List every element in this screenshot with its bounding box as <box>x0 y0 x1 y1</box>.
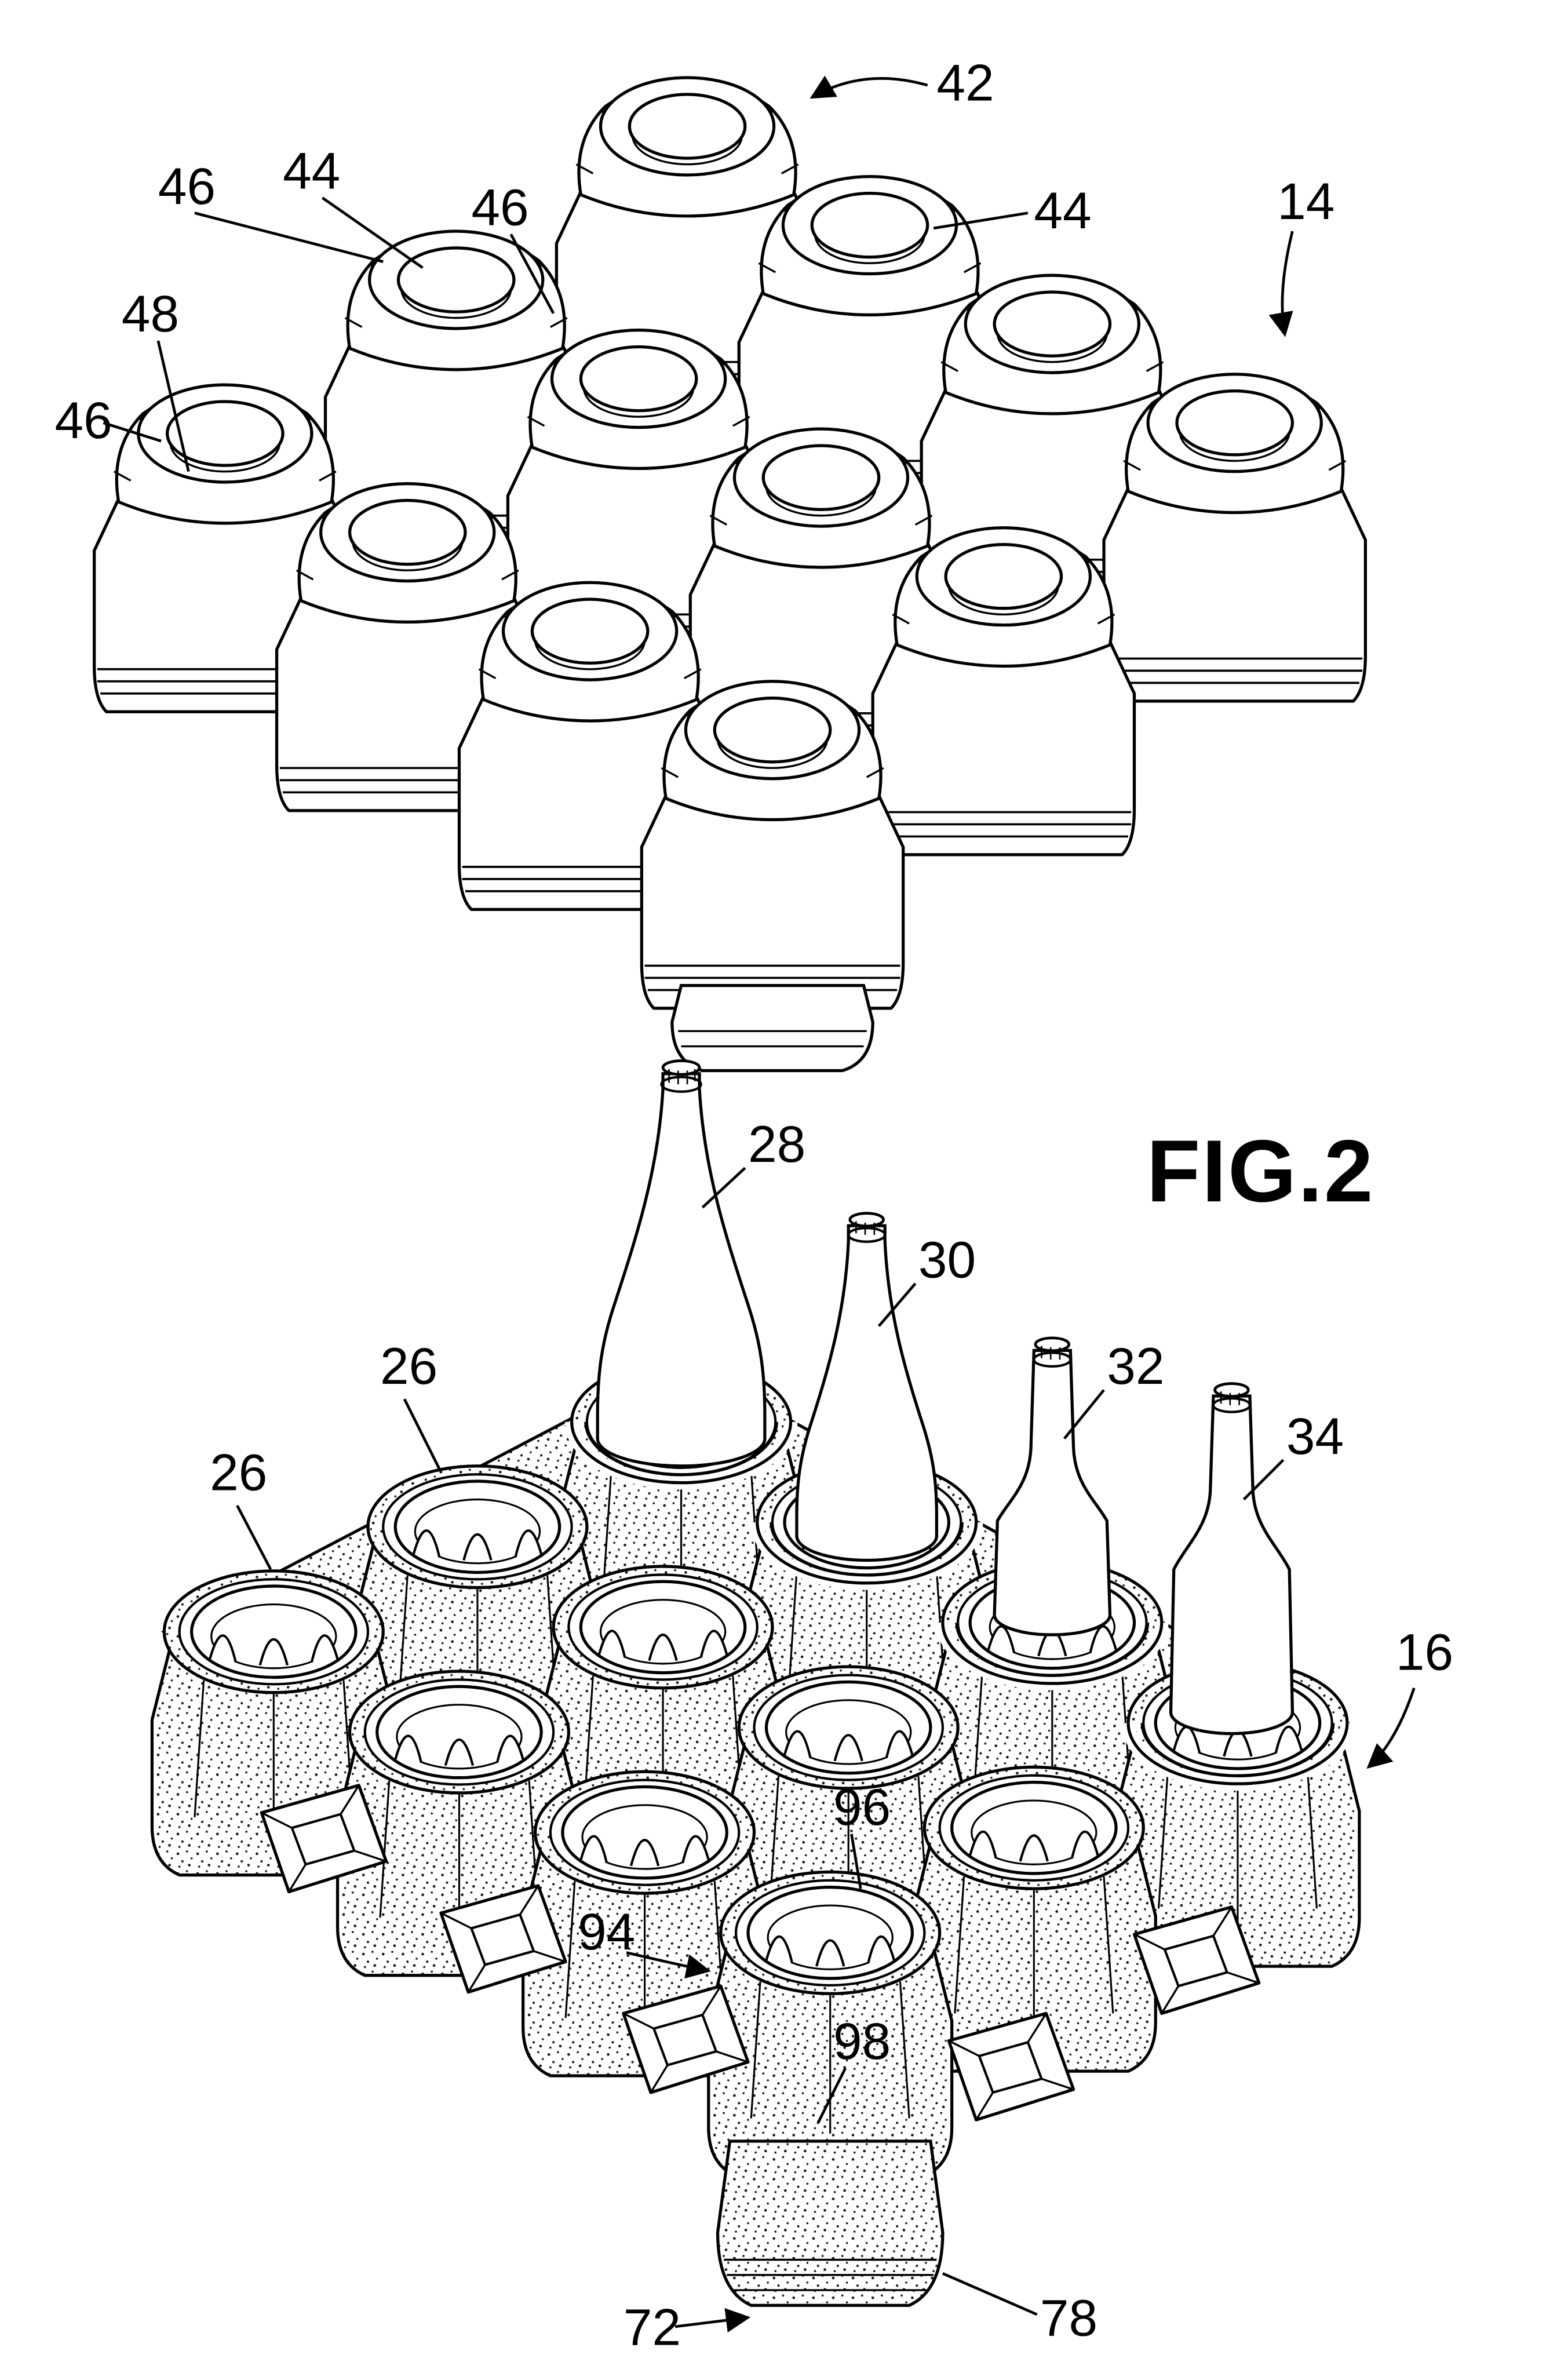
bottle-34 <box>1169 1382 1295 1736</box>
upper-pocket <box>873 528 1134 855</box>
leader-46a <box>194 212 384 263</box>
bottle-body <box>1169 1394 1295 1736</box>
ref-label-94: 94 <box>578 1902 635 1960</box>
leader-46b <box>509 234 555 314</box>
leader-26b <box>236 1504 272 1570</box>
upper-tray-drawing: 42 46 44 46 44 14 48 46 <box>54 53 1365 1073</box>
ref-label-34: 34 <box>1286 1407 1344 1465</box>
ref-label-28: 28 <box>748 1115 805 1173</box>
ref-label-32: 32 <box>1107 1337 1164 1395</box>
ref-label-48: 48 <box>122 285 179 342</box>
leader-46c <box>103 421 162 443</box>
ref-label-96: 96 <box>833 1778 891 1836</box>
ref-label-78: 78 <box>1040 2289 1097 2347</box>
bottle-lip <box>1033 1351 1072 1368</box>
bottle-mouth <box>661 1059 701 1076</box>
ref-label-26a: 26 <box>380 1337 437 1395</box>
ref-label-44b: 44 <box>1034 181 1091 239</box>
lower-front-foot <box>716 2140 945 2307</box>
leader-48 <box>156 340 190 472</box>
leader-72 <box>674 2308 751 2333</box>
ref-label-98: 98 <box>833 2012 891 2070</box>
leader-42 <box>810 75 928 99</box>
lip-hatch <box>855 1221 876 1235</box>
bottle-mouth <box>1034 1336 1071 1353</box>
leader-16 <box>1366 1687 1416 1769</box>
bottle-body <box>795 1224 939 1562</box>
leader-30 <box>877 1282 917 1327</box>
upper-pocket <box>641 681 903 1008</box>
leader-26a <box>403 1398 443 1473</box>
bottle-mouth <box>848 1212 885 1228</box>
leader-96 <box>850 1834 862 1889</box>
bottle-32 <box>993 1336 1112 1637</box>
bottle-lip <box>1212 1397 1252 1413</box>
ref-label-46c: 46 <box>54 391 112 449</box>
lip-hatch <box>668 1069 696 1085</box>
bottle-mouth <box>1213 1382 1250 1398</box>
bottle-pocket <box>709 1872 952 2176</box>
leader-34 <box>1242 1459 1285 1501</box>
ref-label-46b: 46 <box>471 178 528 236</box>
leader-94 <box>626 1951 711 1979</box>
bottle-28 <box>596 1059 767 1468</box>
bottle-lip <box>847 1227 887 1243</box>
leader-14 <box>1268 231 1294 337</box>
lip-hatch <box>1041 1346 1061 1360</box>
bottle-body <box>596 1072 767 1468</box>
bottle-30 <box>795 1212 939 1562</box>
ref-label-44a: 44 <box>283 142 340 200</box>
lip-hatch <box>1220 1391 1240 1405</box>
lower-tray-drawing: 28 30 32 34 26 26 16 96 94 98 78 72 <box>152 1059 1453 2356</box>
bottle-body <box>993 1348 1112 1637</box>
ref-label-42: 42 <box>936 53 994 111</box>
upper-front-foot <box>670 983 874 1073</box>
ref-label-72: 72 <box>623 2298 681 2356</box>
upper-pocket <box>1104 374 1365 701</box>
leader-98 <box>816 2067 847 2124</box>
ref-label-30: 30 <box>918 1230 976 1288</box>
bottle-lip <box>660 1076 702 1093</box>
leader-78 <box>942 2272 1038 2316</box>
leader-28 <box>701 1167 746 1209</box>
leader-32 <box>1063 1389 1105 1440</box>
rim-overdraw <box>564 1422 1354 1791</box>
ref-label-16: 16 <box>1396 1623 1453 1681</box>
leader-44a <box>321 196 424 269</box>
ref-label-26b: 26 <box>210 1444 267 1501</box>
figure-title: FIG.2 <box>1147 1122 1375 1220</box>
leader-44b <box>933 212 1029 230</box>
ref-label-46a: 46 <box>158 157 216 215</box>
ref-label-14: 14 <box>1277 172 1334 230</box>
